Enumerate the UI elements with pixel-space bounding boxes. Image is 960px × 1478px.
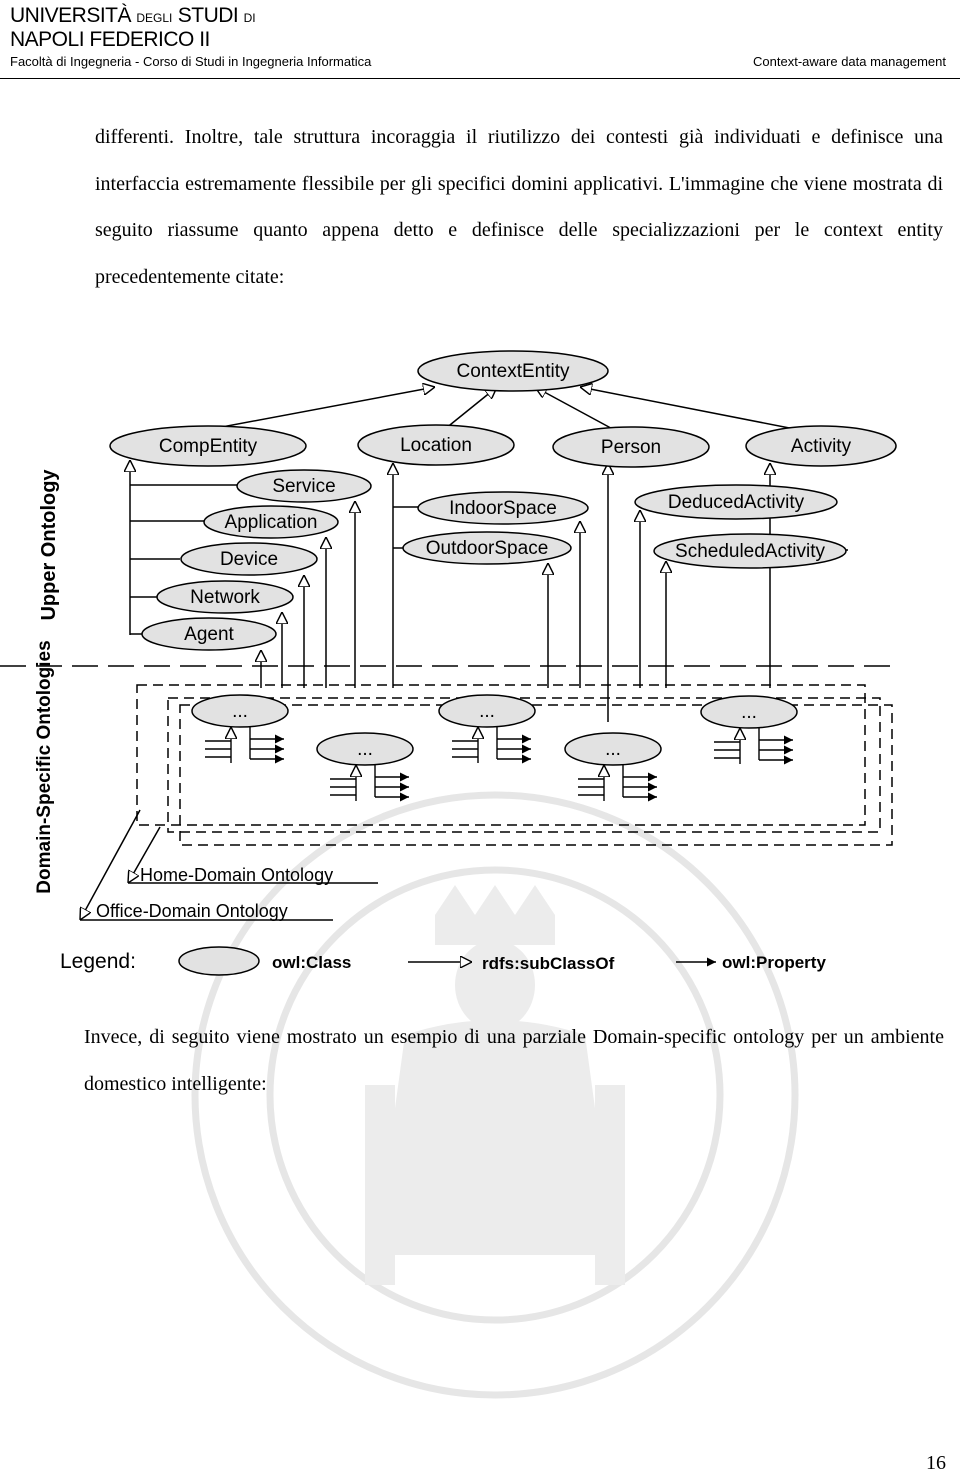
course-title: Context-aware data management xyxy=(753,54,946,69)
legend-property: owl:Property xyxy=(722,953,826,972)
class-compentity-child-label: Device xyxy=(220,549,278,570)
university-word: STUDI xyxy=(177,4,239,27)
class-upper-label: Person xyxy=(601,437,661,458)
upper-ontology-label: Upper Ontology xyxy=(38,469,60,621)
legend-owl-class: owl:Class xyxy=(272,953,351,972)
class-activity-child-label: DeducedActivity xyxy=(668,492,805,513)
domain-ontologies-label: Domain-Specific Ontologies xyxy=(34,640,55,893)
home-domain-label: Home-Domain Ontology xyxy=(140,865,333,885)
office-domain-label: Office-Domain Ontology xyxy=(96,901,288,921)
class-domain-placeholder-label: ... xyxy=(741,702,757,723)
page-number: 16 xyxy=(926,1452,946,1474)
class-compentity-child-label: Service xyxy=(272,476,335,497)
class-context-entity-ellipse xyxy=(417,350,609,392)
class-compentity-child-ellipse xyxy=(236,469,372,503)
class-location-child-ellipse xyxy=(402,531,572,565)
legend-title: Legend: xyxy=(60,950,136,973)
class-domain-placeholder-label: ... xyxy=(479,701,495,722)
class-activity-child-label: ScheduledActivity xyxy=(675,541,825,562)
class-domain-placeholder-label: ... xyxy=(357,739,373,760)
class-upper-label: CompEntity xyxy=(159,436,258,457)
class-domain-placeholder-ellipse xyxy=(438,694,536,728)
class-context-entity-label: ContextEntity xyxy=(457,361,570,382)
class-location-child-label: OutdoorSpace xyxy=(426,538,549,559)
class-domain-placeholder-ellipse xyxy=(564,732,662,766)
class-upper-label: Activity xyxy=(791,436,852,457)
class-compentity-child-label: Network xyxy=(190,587,260,608)
class-compentity-child-ellipse xyxy=(203,505,339,539)
class-domain-placeholder-ellipse xyxy=(700,695,798,729)
class-compentity-child-ellipse xyxy=(141,617,277,651)
class-upper-ellipse xyxy=(745,425,897,467)
faculty-label: Facoltà di Ingegneria - Corso di Studi i… xyxy=(10,54,372,69)
university-name: UNIVERSITÀ DEGLI STUDI DI xyxy=(10,4,256,30)
class-activity-child-ellipse xyxy=(653,533,847,569)
class-upper-label: Location xyxy=(400,435,472,456)
body-paragraph: differenti. Inoltre, tale struttura inco… xyxy=(95,126,943,288)
class-location-child-ellipse xyxy=(417,491,589,525)
class-domain-placeholder-ellipse xyxy=(191,694,289,728)
class-domain-placeholder-label: ... xyxy=(605,739,621,760)
university-word: DI xyxy=(243,11,256,25)
legend-class-symbol xyxy=(178,946,260,976)
class-compentity-child-ellipse xyxy=(156,580,294,614)
class-compentity-child-label: Agent xyxy=(184,624,234,645)
class-domain-placeholder-label: ... xyxy=(232,701,248,722)
body-paragraph: Invece, di seguito viene mostrato un ese… xyxy=(84,1026,944,1095)
university-word: UNIVERSITÀ xyxy=(10,4,132,27)
class-location-child-label: IndoorSpace xyxy=(449,498,557,519)
university-seal-watermark xyxy=(191,791,799,1399)
page-header: UNIVERSITÀ DEGLI STUDI DI NAPOLI FEDERIC… xyxy=(0,0,960,80)
class-compentity-child-ellipse xyxy=(180,542,318,576)
class-domain-placeholder-ellipse xyxy=(316,732,414,766)
class-compentity-child-label: Application xyxy=(225,512,318,533)
class-activity-child-ellipse xyxy=(634,484,838,520)
legend-subclass: rdfs:subClassOf xyxy=(482,954,615,973)
class-upper-ellipse xyxy=(109,425,307,467)
header-rule xyxy=(0,78,960,79)
class-upper-ellipse xyxy=(552,426,710,468)
class-upper-ellipse xyxy=(357,424,515,466)
university-city: NAPOLI FEDERICO II xyxy=(10,28,210,51)
university-word: DEGLI xyxy=(136,11,173,25)
